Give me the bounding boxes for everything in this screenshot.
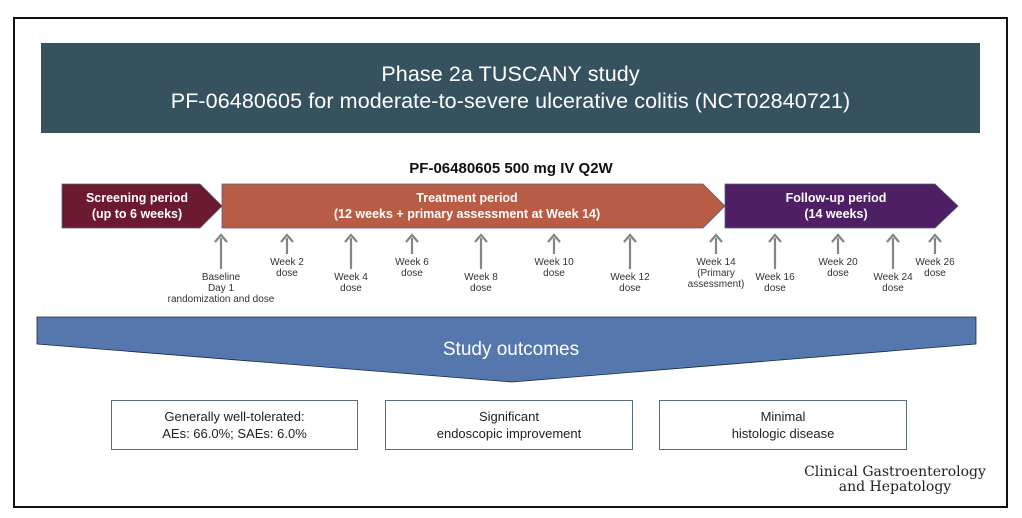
timepoint-label-line: Week 4 bbox=[334, 272, 368, 283]
baseline-arrow-icon bbox=[214, 233, 228, 269]
week-24-arrow-icon bbox=[886, 233, 900, 269]
outcome-line: endoscopic improvement bbox=[436, 426, 582, 441]
week-8-arrow-icon bbox=[474, 233, 488, 269]
timepoint-label-line: Week 8 bbox=[464, 272, 498, 283]
timepoint-label-line: Week 20 bbox=[818, 257, 858, 268]
week-2-arrow-icon bbox=[280, 233, 294, 254]
screening-period-title: Screening period bbox=[85, 191, 189, 205]
timepoint-label-line: (Primary bbox=[697, 268, 735, 279]
outcome-line: Significant bbox=[479, 409, 539, 424]
outcome-box-histologic: Minimal histologic disease bbox=[659, 400, 907, 450]
timepoint-label-line: dose bbox=[924, 268, 946, 279]
week-12-arrow-icon bbox=[623, 233, 637, 269]
week-16-arrow-icon bbox=[768, 233, 782, 269]
journal-name-line2: and Hepatology bbox=[838, 479, 952, 495]
timepoint-label-line: Week 26 bbox=[915, 257, 955, 268]
timepoint-label-line: dose bbox=[619, 283, 641, 294]
timepoint-label-line: dose bbox=[882, 283, 904, 294]
treatment-period-shape bbox=[221, 183, 726, 229]
outcome-line: AEs: 66.0%; SAEs: 6.0% bbox=[162, 426, 307, 441]
treatment-period-duration: (12 weeks + primary assessment at Week 1… bbox=[333, 207, 601, 221]
week-4-arrow-icon bbox=[344, 233, 358, 269]
outcome-box-tolerability: Generally well-tolerated: AEs: 66.0%; SA… bbox=[111, 400, 358, 450]
timeline-graphic bbox=[36, 183, 977, 383]
week-14-arrow-icon bbox=[709, 233, 723, 254]
dose-regimen-label: PF-06480605 500 mg IV Q2W bbox=[409, 160, 613, 177]
week-26-arrow-icon bbox=[928, 233, 942, 254]
timepoint-label-line: dose bbox=[543, 268, 565, 279]
follow-up-period-title: Follow-up period bbox=[785, 191, 887, 205]
screening-period-shape bbox=[61, 183, 223, 229]
outcome-line: Minimal bbox=[760, 409, 806, 424]
title-banner: Phase 2a TUSCANY study PF-06480605 for m… bbox=[41, 43, 980, 133]
screening-period-label: Screening period (up to 6 weeks) bbox=[62, 190, 212, 222]
study-outcomes-title: Study outcomes bbox=[442, 339, 580, 360]
timepoint-label-line: dose bbox=[827, 268, 849, 279]
timepoint-label-line: Week 6 bbox=[395, 257, 429, 268]
follow-up-period-duration: (14 weeks) bbox=[804, 207, 868, 221]
follow-up-period-shape bbox=[724, 183, 959, 229]
timepoint-label-line: dose bbox=[401, 268, 423, 279]
outcome-box-endoscopic: Significant endoscopic improvement bbox=[385, 400, 633, 450]
treatment-period-title: Treatment period bbox=[416, 191, 518, 205]
follow-up-period-label: Follow-up period (14 weeks) bbox=[725, 190, 947, 222]
screening-period-duration: (up to 6 weeks) bbox=[91, 207, 183, 221]
week-6-arrow-icon bbox=[405, 233, 419, 254]
study-title: Phase 2a TUSCANY study bbox=[381, 62, 640, 86]
outcome-line: Generally well-tolerated: bbox=[164, 409, 305, 424]
week-10-arrow-icon bbox=[547, 233, 561, 254]
journal-logo: Clinical Gastroenterology and Hepatology bbox=[790, 465, 1000, 495]
timepoint-label-line: randomization and dose bbox=[167, 294, 275, 305]
study-outcomes-chevron bbox=[36, 316, 977, 383]
timepoint-label-line: dose bbox=[764, 283, 786, 294]
outcome-line: histologic disease bbox=[731, 426, 835, 441]
timepoint-label-line: dose bbox=[470, 283, 492, 294]
journal-name-line1: Clinical Gastroenterology bbox=[804, 464, 986, 480]
timepoint-label-line: Week 24 bbox=[873, 272, 913, 283]
timepoint-label-line: Baseline bbox=[201, 272, 241, 283]
timepoint-label-line: dose bbox=[276, 268, 298, 279]
timepoint-label-line: dose bbox=[340, 283, 362, 294]
treatment-period-label: Treatment period (12 weeks + primary ass… bbox=[222, 190, 712, 222]
study-subtitle: PF-06480605 for moderate-to-severe ulcer… bbox=[170, 89, 851, 113]
timepoint-label-line: assessment) bbox=[687, 279, 745, 290]
timepoint-label-line: Week 10 bbox=[534, 257, 574, 268]
timepoint-label-line: Week 2 bbox=[270, 257, 304, 268]
week-20-arrow-icon bbox=[831, 233, 845, 254]
timepoint-label-line: Week 14 bbox=[696, 257, 736, 268]
timepoint-label-line: Week 12 bbox=[610, 272, 650, 283]
timepoint-label-line: Week 16 bbox=[755, 272, 795, 283]
timepoint-label-line: Day 1 bbox=[207, 283, 235, 294]
figure-border bbox=[13, 17, 1008, 508]
